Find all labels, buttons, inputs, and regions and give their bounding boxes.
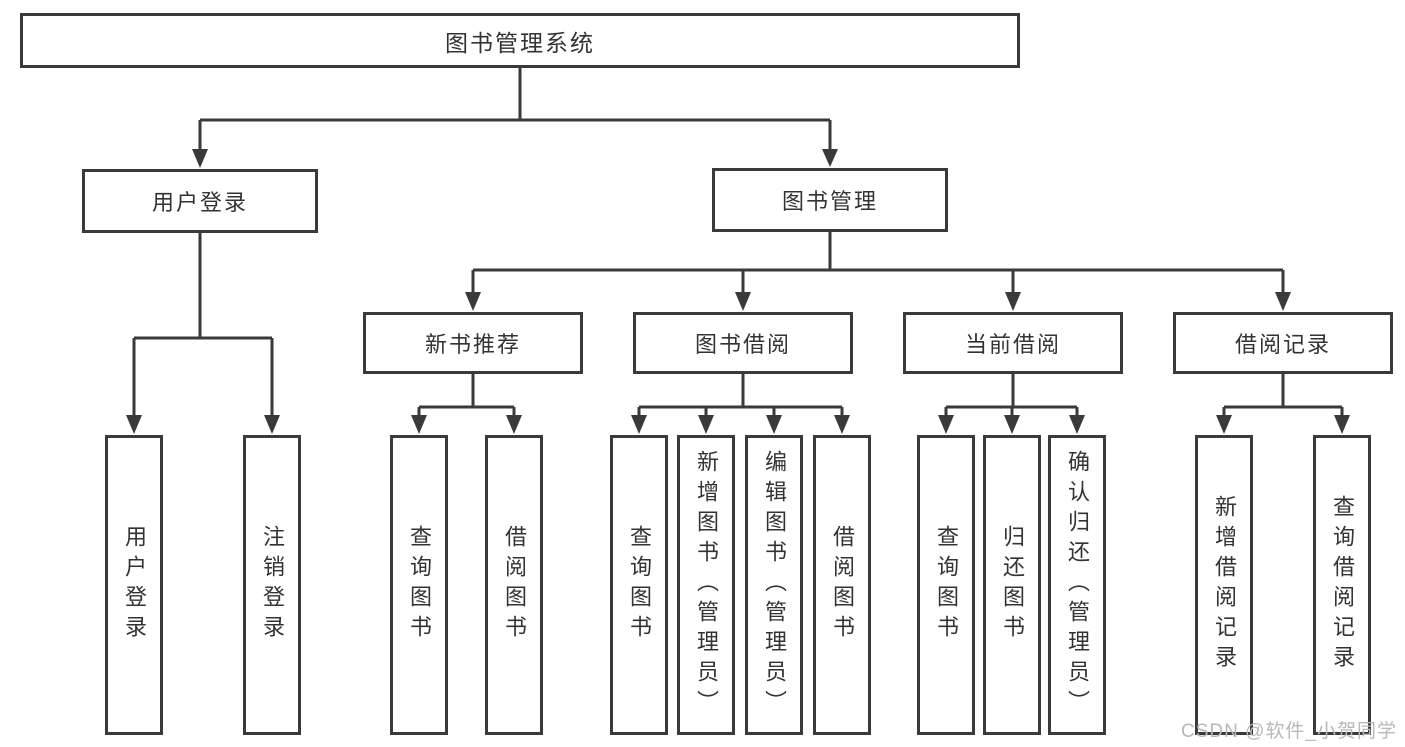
node-borrow-records-label: 借阅记录 (1234, 332, 1331, 357)
arrowheads (126, 149, 1350, 434)
leaf-confirm-return-admin: 确认归还（管理员） (1048, 435, 1106, 735)
node-root-label: 图书管理系统 (445, 29, 595, 56)
node-current-borrow-label: 当前借阅 (964, 332, 1061, 357)
watermark: CSDN @软件_小贺同学 (1181, 721, 1397, 742)
leaf-add-books-admin: 新增图书（管理员） (677, 435, 735, 735)
leaf-confirm-return-admin-label: 确认归还（管理员） (1065, 450, 1090, 720)
node-new-book-recommend-label: 新书推荐 (424, 332, 521, 357)
node-root-system: 图书管理系统 (20, 13, 1020, 68)
leaf-user-login-label: 用户登录 (122, 525, 147, 645)
node-book-borrow: 图书借阅 (633, 312, 853, 374)
leaf-logout: 注销登录 (243, 435, 301, 735)
node-user-login: 用户登录 (82, 169, 318, 233)
leaf-query-borrow-record-label: 查询借阅记录 (1330, 495, 1355, 675)
node-current-borrow: 当前借阅 (903, 312, 1123, 374)
node-book-management: 图书管理 (712, 168, 948, 232)
node-borrow-records: 借阅记录 (1173, 312, 1393, 374)
leaf-query-books-current: 查询图书 (917, 435, 975, 735)
leaf-query-borrow-record: 查询借阅记录 (1313, 435, 1371, 735)
node-user-login-label: 用户登录 (151, 190, 248, 215)
node-new-book-recommend: 新书推荐 (363, 312, 583, 374)
leaf-add-books-admin-label: 新增图书（管理员） (694, 450, 719, 720)
leaf-logout-label: 注销登录 (260, 525, 285, 645)
leaf-edit-books-admin-label: 编辑图书（管理员） (762, 450, 787, 720)
leaf-add-borrow-record-label: 新增借阅记录 (1212, 495, 1237, 675)
leaf-query-books-borrow-label: 查询图书 (627, 525, 652, 645)
node-book-management-label: 图书管理 (781, 189, 878, 214)
leaf-borrow-books-label: 借阅图书 (830, 525, 855, 645)
leaf-borrow-books-recommend-label: 借阅图书 (502, 525, 527, 645)
leaf-query-books-borrow: 查询图书 (610, 435, 668, 735)
leaf-edit-books-admin: 编辑图书（管理员） (745, 435, 803, 735)
leaf-return-books: 归还图书 (983, 435, 1041, 735)
leaf-query-books-current-label: 查询图书 (934, 525, 959, 645)
leaf-query-books-recommend: 查询图书 (390, 435, 448, 735)
leaf-user-login: 用户登录 (105, 435, 163, 735)
leaf-return-books-label: 归还图书 (1000, 525, 1025, 645)
leaf-query-books-recommend-label: 查询图书 (407, 525, 432, 645)
leaf-add-borrow-record: 新增借阅记录 (1195, 435, 1253, 735)
leaf-borrow-books: 借阅图书 (813, 435, 871, 735)
node-book-borrow-label: 图书借阅 (694, 332, 791, 357)
leaf-borrow-books-recommend: 借阅图书 (485, 435, 543, 735)
